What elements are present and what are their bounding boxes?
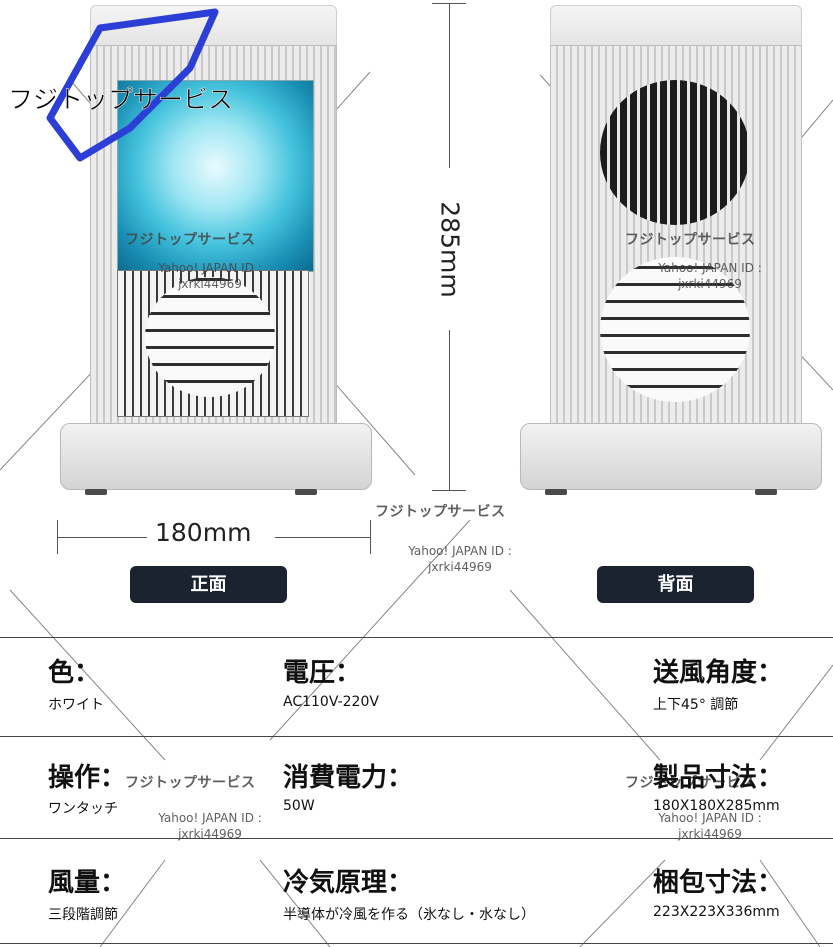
watermark-id-1: Yahoo! JAPAN ID : jxrki44969 [130,260,290,292]
spec-divider-3 [0,838,833,839]
width-dimension-label: 180mm [155,518,252,547]
width-dimension-line-left [57,537,147,538]
spec-cooling-value: 半導体が冷風を作る（氷なし・水なし） [283,907,535,923]
logo-mark-icon [46,8,219,162]
spec-voltage-value: AC110V-220V [283,694,379,710]
spec-power-label: 消費電力： [283,763,414,793]
back-foot-left [545,489,567,495]
front-fan-icon [145,277,275,397]
watermark-id-line1: Yahoo! JAPAN ID : [658,261,762,275]
height-dimension-cap-bottom [432,490,466,491]
watermark-brand-3: フジトップサービス [375,504,506,520]
front-view-label: 正面 [130,566,287,603]
watermark-id-2: Yahoo! JAPAN ID : jxrki44969 [630,260,790,292]
spec-voltage-label: 電圧： [283,658,362,688]
back-top-cap [550,5,802,49]
spec-operation-label: 操作： [48,763,127,793]
spec-color-label: 色： [48,658,101,688]
spec-angle-label: 送風角度： [653,658,784,688]
spec-product-size-label: 製品寸法： [653,763,784,793]
logo-text: フジトップサービス [8,85,234,115]
watermark-brand-4: フジトップサービス [125,775,256,791]
watermark-id-line1: Yahoo! JAPAN ID : [158,261,262,275]
spec-power-value: 50W [283,798,315,814]
spec-cooling-label: 冷気原理： [283,868,414,898]
watermark-id-line1: Yahoo! JAPAN ID : [158,811,262,825]
watermark-id-3: Yahoo! JAPAN ID : jxrki44969 [380,543,540,575]
spec-package-size-label: 梱包寸法： [653,868,784,898]
back-upper-fan-icon [600,80,750,225]
height-dimension-line-bottom [449,330,450,490]
watermark-id-line2: jxrki44969 [678,827,742,841]
back-device-image [515,5,833,495]
watermark-brand-2: フジトップサービス [625,232,756,248]
watermark-brand-1: フジトップサービス [125,232,256,248]
spec-airflow-value: 三段階調節 [48,907,118,923]
back-view-label: 背面 [597,566,754,603]
spec-airflow-label: 風量： [48,868,127,898]
watermark-id-5: Yahoo! JAPAN ID : jxrki44969 [630,810,790,842]
watermark-id-line1: Yahoo! JAPAN ID : [658,811,762,825]
front-foot-left [85,489,107,495]
watermark-id-line1: Yahoo! JAPAN ID : [408,544,512,558]
spec-angle-value: 上下45° 調節 [653,697,739,713]
back-lower-fan-icon [600,257,750,402]
watermark-id-line2: jxrki44969 [178,827,242,841]
spec-divider-2 [0,736,833,737]
watermark-id-line2: jxrki44969 [428,560,492,574]
watermark-id-line2: jxrki44969 [678,277,742,291]
spec-package-size-value: 223X223X336mm [653,904,780,920]
watermark-brand-5: フジトップサービス [625,775,756,791]
watermark-id-4: Yahoo! JAPAN ID : jxrki44969 [130,810,290,842]
back-base [520,423,822,490]
spec-divider-4 [0,943,833,944]
width-dimension-line-right [275,537,370,538]
spec-divider-1 [0,637,833,638]
front-base [60,423,372,490]
spec-operation-value: ワンタッチ [48,801,118,817]
width-dimension-cap-right [370,520,371,554]
height-dimension-line-top [449,3,450,168]
height-dimension-label: 285mm [435,201,465,298]
watermark-id-line2: jxrki44969 [178,277,242,291]
back-foot-right [755,489,777,495]
front-foot-right [295,489,317,495]
spec-color-value: ホワイト [48,697,104,713]
spec-product-size-value: 180X180X285mm [653,798,780,814]
